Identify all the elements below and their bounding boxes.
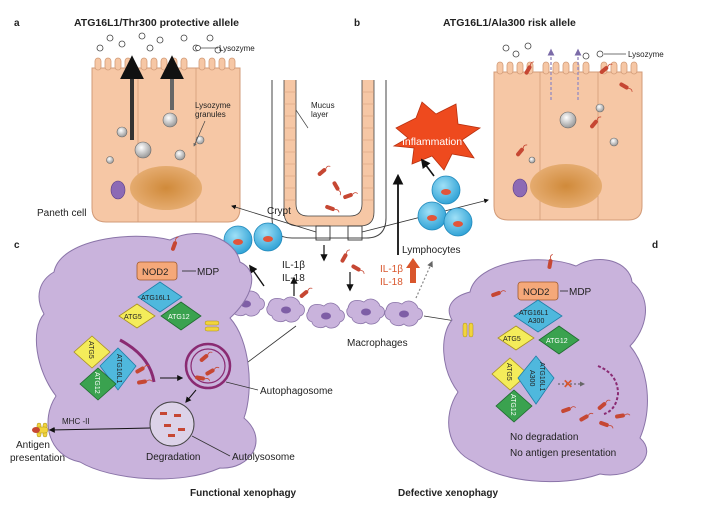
crypt-and-immune: Mucus layer Crypt Inflammation Lymphocyt…: [223, 80, 489, 375]
nod2-label-d: NOD2: [523, 287, 549, 298]
atg16l1-label-d-line2: A300: [528, 318, 544, 325]
macrophages-label: Macrophages: [347, 338, 408, 349]
lysozyme-granules: [106, 112, 205, 164]
granules-label-line2: granules: [195, 110, 226, 119]
crypt-box-right: [347, 225, 363, 241]
mdp-label-c: MDP: [197, 267, 220, 278]
panel-d: d NOD2 MDP ATG16L1 A300 ATG5 ATG12 ATG5 …: [398, 240, 658, 499]
atg16l1-label-c: ATG16L1: [141, 295, 171, 302]
macrophage-cell-c: [35, 233, 257, 480]
panel-a-letter: a: [14, 18, 20, 29]
mdp-label-d: MDP: [569, 287, 592, 298]
atg12b-label-d: ATG12: [509, 394, 516, 416]
mhc-label: MHC -II: [62, 417, 90, 426]
atg16l1-label-d-line1: ATG16L1: [519, 310, 549, 317]
panel-b: b ATG16L1/Ala300 risk allele: [354, 17, 664, 221]
up-arrow-icon: [406, 258, 420, 283]
autolysosome: [149, 401, 195, 447]
lysozyme-label-a: Lysozyme: [219, 44, 255, 53]
atg16l1b-label-d-line2: A300: [528, 370, 535, 386]
atg16l1-diamond-c: [137, 281, 183, 313]
autophagosome-label: Autophagosome: [260, 386, 333, 397]
il18-right: IL-18: [380, 277, 403, 288]
atg12-label-d: ATG12: [546, 338, 568, 345]
inflammation-label: Inflammation: [402, 136, 462, 148]
nod2-box-c: [136, 261, 178, 281]
antigen-label-line1: Antigen: [16, 440, 50, 451]
granules-label-line1: Lysozyme: [195, 101, 231, 110]
panel-a-title: ATG16L1/Thr300 protective allele: [74, 17, 239, 29]
block-x-icon: ✕: [563, 377, 573, 391]
il1b-right: IL-1β: [380, 264, 403, 275]
panel-b-letter: b: [354, 18, 360, 29]
caption-d: Defective xenophagy: [398, 488, 498, 499]
il18-left: IL-18: [282, 273, 305, 284]
crypt-box-left: [315, 225, 331, 241]
atg5-label-d: ATG5: [503, 336, 521, 343]
atg12-label-c: ATG12: [168, 314, 190, 321]
caption-c: Functional xenophagy: [190, 488, 297, 499]
nod2-label-c: NOD2: [142, 267, 168, 278]
lysozyme-label-b: Lysozyme: [628, 50, 664, 59]
crypt-label: Crypt: [267, 206, 291, 217]
antigen-label-line2: presentation: [10, 453, 65, 464]
mucus-label-line1: Mucus: [311, 101, 335, 110]
no-antigen-label: No antigen presentation: [510, 448, 616, 459]
panel-d-letter: d: [652, 240, 658, 251]
incomplete-autophagosome: [597, 365, 620, 415]
mitochondrion-icon: [110, 180, 126, 200]
paneth-cell-label: Paneth cell: [37, 208, 86, 219]
panel-c: c NOD2 MDP ATG16L1 ATG5 ATG12 ATG5 ATG16…: [10, 233, 333, 499]
atg16l1b-label-d-line1: ATG16L1: [538, 362, 545, 392]
inflammation-burst: [392, 101, 482, 171]
nucleus: [130, 166, 202, 210]
panel-c-letter: c: [14, 240, 20, 251]
panel-a: a ATG16L1/Thr300 protective allele: [14, 17, 255, 223]
atg16l1b-label-c: ATG16L1: [115, 354, 122, 384]
lymphocytes-label: Lymphocytes: [402, 245, 461, 256]
paneth-cell-a: [91, 32, 241, 223]
atg5-diamond-c: [118, 303, 156, 329]
atg5b-label-c: ATG5: [87, 341, 94, 359]
panel-b-title: ATG16L1/Ala300 risk allele: [443, 17, 576, 29]
atg12b-label-c: ATG12: [93, 372, 100, 394]
no-degradation-label: No degradation: [510, 432, 578, 443]
paneth-cell-b: [493, 42, 643, 221]
mucus-label-line2: layer: [311, 110, 329, 119]
lymphocyte: [431, 175, 461, 205]
atg5b-label-d: ATG5: [505, 363, 512, 381]
atg12-diamond-c: [160, 301, 202, 331]
degradation-label: Degradation: [146, 452, 200, 463]
autophagosome: [184, 342, 232, 390]
granules-leader: [193, 120, 206, 147]
mitochondrion-icon: [512, 178, 528, 198]
atg5-label-c: ATG5: [124, 314, 142, 321]
autolysosome-label: Autolysosome: [232, 452, 295, 463]
il1b-left: IL-1β: [282, 260, 305, 271]
